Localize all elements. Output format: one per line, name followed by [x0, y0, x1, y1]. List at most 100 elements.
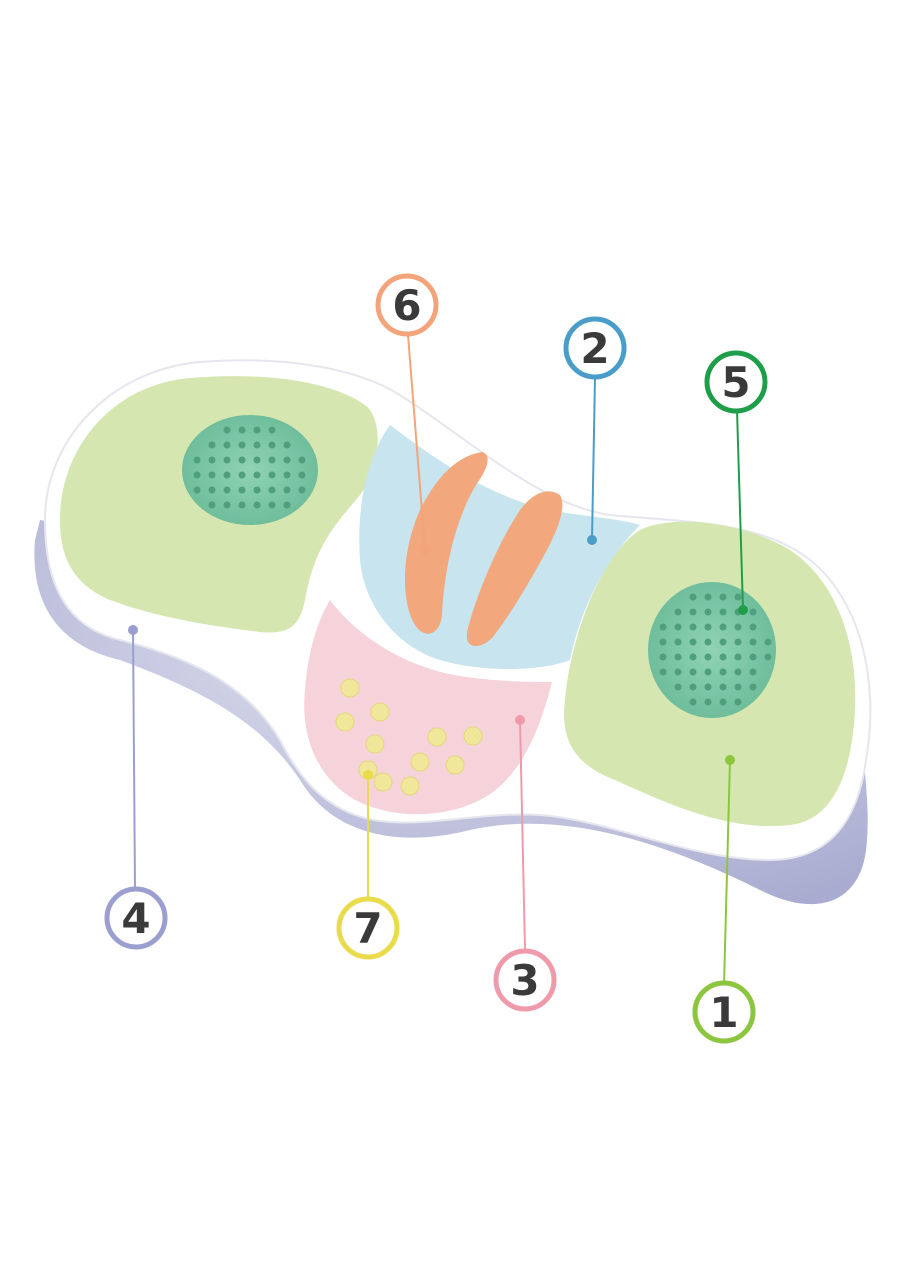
massage-nodule	[659, 668, 667, 676]
massage-nodule	[704, 608, 712, 616]
massage-nodule	[689, 683, 697, 691]
leader-lines	[132, 334, 744, 986]
massage-nodule	[238, 441, 246, 449]
massage-nodule	[238, 471, 246, 479]
massage-nodule	[208, 486, 216, 494]
massage-nodule	[734, 668, 742, 676]
massage-nodule	[674, 638, 682, 646]
right-massage-pad	[648, 582, 776, 718]
massage-nodule	[719, 608, 727, 616]
massage-nodule	[253, 471, 261, 479]
massage-nodule	[208, 441, 216, 449]
massage-nodule	[283, 441, 291, 449]
massage-nodule	[689, 593, 697, 601]
massage-nodule	[253, 426, 261, 434]
leader-dot-1	[725, 755, 735, 765]
massage-nodule	[719, 668, 727, 676]
massage-nodule	[704, 698, 712, 706]
callout-2: 2	[563, 316, 627, 380]
left-massage-pad	[182, 415, 318, 525]
callout-4: 4	[104, 886, 168, 950]
center-nodule	[340, 678, 360, 698]
massage-nodule	[689, 638, 697, 646]
massage-nodule	[298, 486, 306, 494]
massage-nodule	[689, 608, 697, 616]
massage-nodule	[734, 623, 742, 631]
right-massage-nodules	[659, 593, 772, 706]
massage-nodule	[764, 653, 772, 661]
massage-nodule	[283, 471, 291, 479]
svg-text:1: 1	[709, 988, 738, 1037]
massage-nodule	[764, 638, 772, 646]
massage-nodule	[223, 486, 231, 494]
massage-nodule	[749, 638, 757, 646]
massage-nodule	[238, 501, 246, 509]
massage-nodule	[734, 653, 742, 661]
massage-nodule	[253, 501, 261, 509]
massage-nodule	[749, 668, 757, 676]
massage-nodule	[193, 456, 201, 464]
callout-3: 3	[493, 948, 557, 1012]
massage-nodule	[223, 471, 231, 479]
leader-dot-6	[420, 545, 430, 555]
leader-2	[591, 376, 596, 541]
massage-nodule	[298, 456, 306, 464]
center-nodule	[410, 752, 430, 772]
massage-nodule	[268, 441, 276, 449]
massage-nodule	[268, 486, 276, 494]
leader-dot-4	[128, 625, 138, 635]
svg-text:2: 2	[580, 324, 609, 373]
massage-nodule	[238, 456, 246, 464]
massage-nodule	[674, 653, 682, 661]
neck-strip-left	[404, 452, 488, 634]
massage-nodule	[719, 683, 727, 691]
massage-nodule	[734, 698, 742, 706]
leader-dot-7	[363, 770, 373, 780]
massage-nodule	[253, 456, 261, 464]
massage-nodule	[704, 593, 712, 601]
massage-nodule	[734, 638, 742, 646]
massage-nodule	[719, 638, 727, 646]
svg-text:4: 4	[121, 894, 150, 943]
massage-nodule	[749, 683, 757, 691]
massage-nodule	[208, 471, 216, 479]
leader-4	[132, 629, 136, 891]
leader-dot-3	[515, 715, 525, 725]
massage-nodule	[283, 486, 291, 494]
massage-nodule	[689, 668, 697, 676]
left-massage-nodules	[193, 426, 306, 509]
massage-nodule	[734, 593, 742, 601]
massage-nodule	[253, 486, 261, 494]
massage-nodule	[208, 456, 216, 464]
massage-nodule	[674, 668, 682, 676]
massage-nodule	[704, 668, 712, 676]
massage-nodule	[734, 683, 742, 691]
neck-strip-right	[466, 491, 563, 647]
center-nodule	[427, 727, 447, 747]
massage-nodule	[268, 456, 276, 464]
center-nodule	[400, 776, 420, 796]
center-nodule	[445, 755, 465, 775]
massage-nodule	[223, 456, 231, 464]
massage-nodule	[704, 653, 712, 661]
massage-nodule	[689, 623, 697, 631]
massage-nodule	[253, 441, 261, 449]
massage-nodule	[689, 698, 697, 706]
massage-nodule	[223, 441, 231, 449]
massage-nodule	[223, 501, 231, 509]
leader-6	[407, 334, 426, 551]
massage-nodule	[268, 426, 276, 434]
massage-nodule	[704, 683, 712, 691]
leader-1	[723, 759, 731, 986]
massage-nodule	[268, 501, 276, 509]
callout-7: 7	[336, 896, 400, 960]
massage-nodule	[674, 623, 682, 631]
massage-nodule	[719, 653, 727, 661]
massage-nodule	[659, 653, 667, 661]
svg-text:7: 7	[353, 904, 382, 953]
svg-text:3: 3	[510, 956, 539, 1005]
massage-nodule	[223, 426, 231, 434]
leader-dot-2	[587, 535, 597, 545]
center-nodule	[365, 734, 385, 754]
